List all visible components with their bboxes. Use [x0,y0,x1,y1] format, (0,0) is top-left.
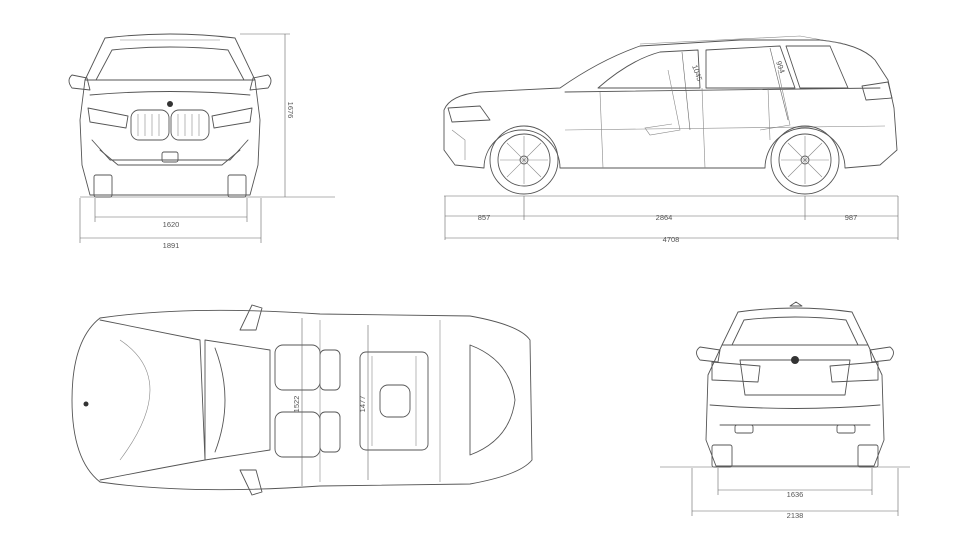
front-width-label: 1891 [163,241,180,250]
rear-window [731,316,859,346]
left-mirror [68,74,91,91]
rear-view: 1636 2138 [660,301,910,520]
top-front-shoulder-label: 1522 [292,396,301,413]
top-right-mirror [239,469,263,496]
side-view: 1045 994 857 2864 987 4708 [443,35,899,244]
top-rear-shoulder-label: 1477 [358,396,367,413]
bmw-logo-front [167,101,173,107]
top-left-mirror [239,304,263,331]
right-exhaust [836,424,856,434]
side-wheelbase-label: 2864 [656,213,673,222]
side-front-headroom-label: 1045 [690,64,704,83]
left-exhaust [734,424,754,434]
bmw-logo-rear [791,356,799,364]
front-height-label: 1676 [286,102,295,119]
side-rear-headroom-label: 994 [774,60,787,75]
front-track-label: 1620 [163,220,180,229]
side-rear-overhang-label: 987 [845,213,858,222]
front-side-window [597,49,701,89]
side-length-label: 4708 [663,235,680,244]
rear-track-label: 1636 [787,490,804,499]
rear-wheel [770,125,840,195]
front-wheel [489,125,559,195]
front-view: 1620 1891 1676 [68,33,335,250]
bmw-logo-top [83,401,89,407]
right-mirror [249,74,272,91]
right-kidney-grille [170,109,210,141]
rear-width-label: 2138 [787,511,804,520]
side-front-overhang-label: 857 [478,213,491,222]
rear-side-window [705,45,796,89]
left-kidney-grille [130,109,170,141]
top-view: 1522 1477 [71,304,533,496]
